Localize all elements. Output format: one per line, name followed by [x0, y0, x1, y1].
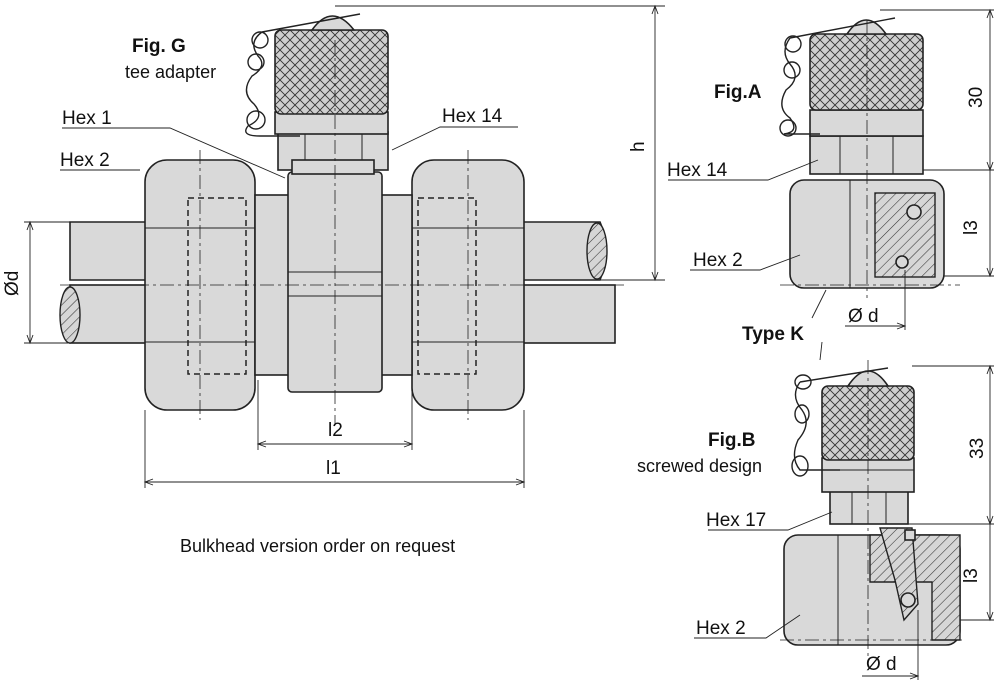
chain-b	[793, 367, 889, 471]
chain-a	[781, 17, 896, 135]
dim-l3-b: l3	[961, 568, 982, 583]
label-hex2-g: Hex 2	[60, 150, 110, 171]
dim-l1: l1	[326, 458, 341, 479]
knurled-cap-g	[274, 29, 389, 115]
bulkhead-note: Bulkhead version order on request	[180, 536, 455, 556]
fig-g-title: Fig. G	[132, 36, 186, 57]
fig-b-title: Fig.B	[708, 430, 756, 451]
label-hex2-b: Hex 2	[696, 618, 746, 639]
pipe-end-right	[586, 222, 608, 280]
dim-30: 30	[966, 87, 987, 108]
label-hex1: Hex 1	[62, 108, 112, 129]
knurled-cap-a	[809, 33, 924, 111]
fig-a-title: Fig.A	[714, 82, 762, 103]
fig-b-assembly	[694, 360, 994, 680]
fig-b-subtitle: screwed design	[637, 456, 762, 476]
label-hex2-a: Hex 2	[693, 250, 743, 271]
label-hex17-b: Hex 17	[706, 510, 766, 531]
dim-l3-a: l3	[961, 220, 982, 235]
label-hex14-a: Hex 14	[667, 160, 728, 181]
dim-diameter-g: Ød	[2, 271, 23, 296]
dim-l2: l2	[328, 420, 343, 441]
hex17-b	[829, 489, 909, 525]
hex14-a	[809, 135, 924, 175]
fig-g-assembly	[24, 4, 665, 488]
type-k-label: Type K	[742, 324, 804, 345]
dim-diameter-a: Ø d	[848, 306, 879, 327]
label-hex14-g: Hex 14	[442, 106, 503, 127]
dim-diameter-b: Ø d	[866, 654, 897, 675]
pipe-end-left	[59, 286, 81, 344]
fig-g-subtitle: tee adapter	[125, 62, 216, 82]
fig-a-assembly	[668, 8, 994, 361]
dim-33: 33	[967, 438, 988, 459]
dim-h: h	[628, 141, 649, 152]
